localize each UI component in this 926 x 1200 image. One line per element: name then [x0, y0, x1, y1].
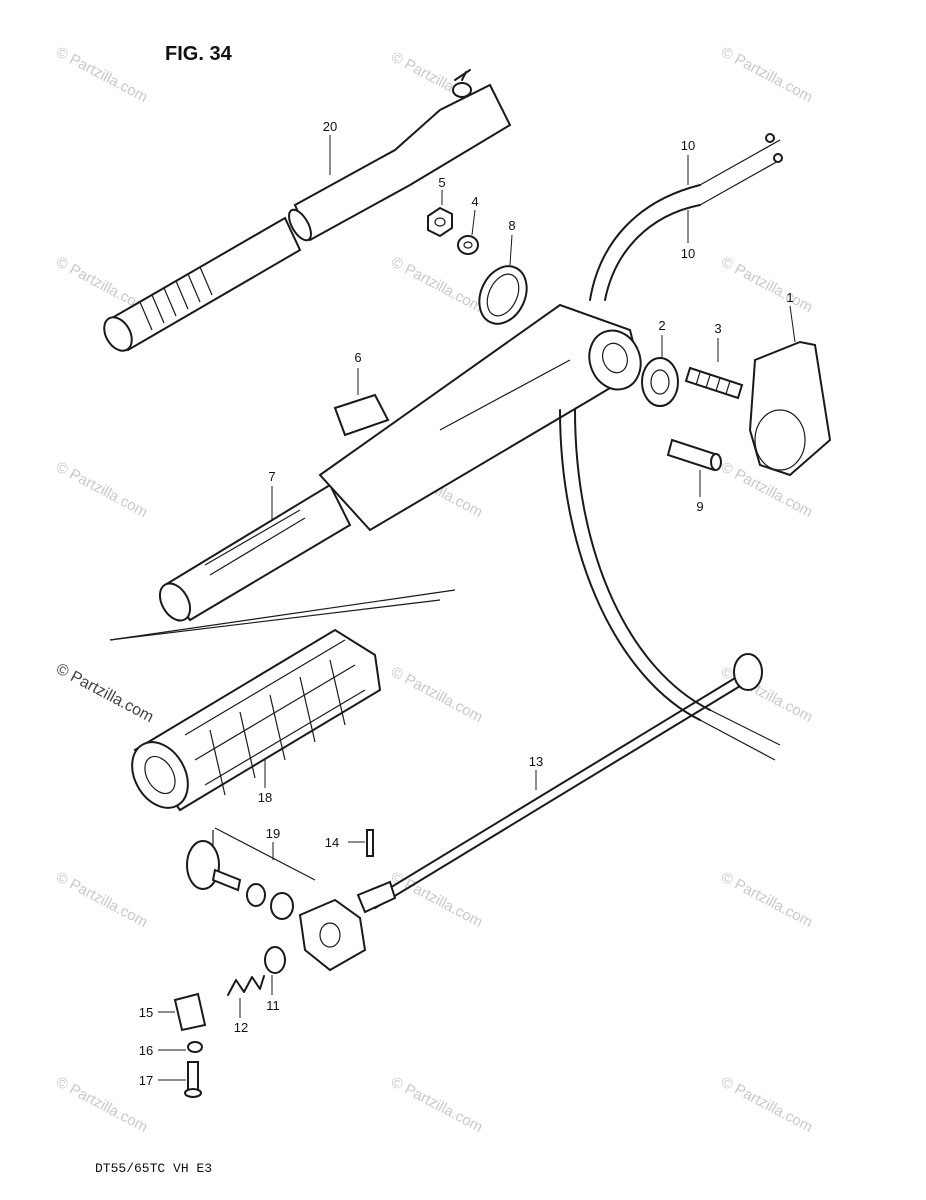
part-15-cap [173, 992, 207, 1032]
assembly-line [109, 599, 441, 641]
callout-7: 7 [268, 469, 275, 484]
callout-4: 4 [471, 194, 478, 209]
watermark: © Partzilla.com [388, 254, 485, 316]
part-5-nut [427, 206, 453, 238]
callout-11: 11 [266, 998, 280, 1013]
callout-3: 3 [714, 321, 721, 336]
callout-8: 8 [508, 218, 515, 233]
part-17-screw [184, 1061, 202, 1098]
part-3-stud [684, 366, 744, 400]
assembly-line [109, 589, 456, 641]
callout-10a: 10 [681, 138, 695, 153]
callout-16: 16 [139, 1043, 153, 1058]
part-20-tiller-handle [103, 69, 512, 352]
edge-watermark: © Partzilla.com [53, 661, 156, 727]
watermark: © Partzilla.com [718, 869, 815, 931]
leader-8 [509, 234, 513, 266]
callout-15: 15 [139, 1005, 153, 1020]
part-7-shaft [158, 303, 642, 622]
callout-18: 18 [258, 790, 272, 805]
part-19-friction-assembly [186, 827, 367, 972]
part-11-collar [264, 946, 286, 974]
callout-12: 12 [234, 1020, 248, 1035]
callout-14: 14 [325, 835, 339, 850]
part-2-bushing [641, 357, 679, 407]
watermark: © Partzilla.com [718, 1074, 815, 1136]
footer-code: DT55/65TC VH E3 [95, 1161, 212, 1176]
watermark: © Partzilla.com [53, 1074, 150, 1136]
watermark: © Partzilla.com [718, 254, 815, 316]
part-8-ring-washer [478, 265, 528, 325]
watermark: © Partzilla.com [388, 869, 485, 931]
callout-17: 17 [139, 1073, 153, 1088]
callout-13: 13 [529, 754, 543, 769]
watermark: © Partzilla.com [53, 44, 150, 106]
watermark: © Partzilla.com [388, 664, 485, 726]
watermark: © Partzilla.com [388, 1074, 485, 1136]
part-18-grip [131, 628, 382, 812]
part-16-washer [187, 1041, 203, 1053]
part-6-plate [333, 393, 390, 437]
leader-1 [789, 305, 796, 343]
callout-20: 20 [323, 119, 337, 134]
callout-5: 5 [438, 175, 445, 190]
callout-2: 2 [658, 318, 665, 333]
callout-1: 1 [786, 290, 793, 305]
figure-title: FIG. 34 [165, 43, 233, 65]
callout-19: 19 [266, 826, 280, 841]
callout-9: 9 [696, 499, 703, 514]
callout-6: 6 [354, 350, 361, 365]
callout-labels: 1 2 3 4 5 6 7 8 9 10 10 11 12 13 14 15 1… [139, 119, 794, 1088]
part-4-washer [457, 235, 479, 255]
watermark: © Partzilla.com [53, 459, 150, 521]
watermark: © Partzilla.com [718, 664, 815, 726]
watermark: © Partzilla.com [53, 869, 150, 931]
part-12-spring [227, 975, 265, 996]
callout-10b: 10 [681, 246, 695, 261]
part-1-cover [748, 340, 832, 477]
part-9-pin [666, 438, 722, 472]
leader-4 [471, 209, 476, 236]
part-14-cotter-pin [366, 829, 374, 857]
part-13-rod [356, 653, 763, 914]
watermark: © Partzilla.com [718, 44, 815, 106]
part-10-cables [559, 133, 783, 761]
